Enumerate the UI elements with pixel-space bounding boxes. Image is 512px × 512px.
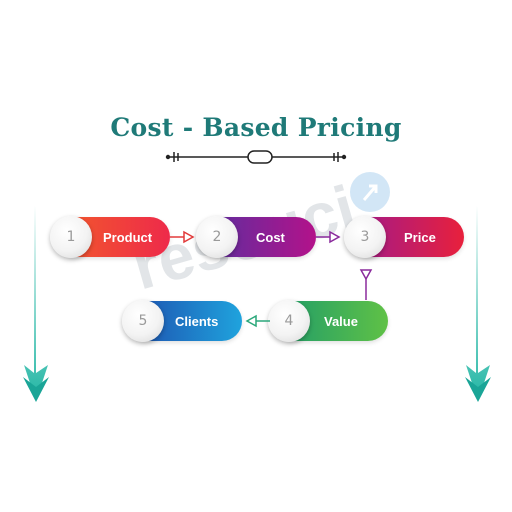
step-5-number: 5 bbox=[138, 313, 148, 329]
step-clients-label: Clients bbox=[175, 313, 219, 329]
connector-2-3-arrow-icon bbox=[316, 230, 341, 244]
watermark-logo-icon bbox=[350, 172, 390, 212]
step-value-label: Value bbox=[324, 313, 358, 329]
diagram-title: Cost - Based Pricing bbox=[110, 113, 402, 142]
step-4-circle: 4 bbox=[268, 300, 310, 342]
step-3-circle: 3 bbox=[344, 216, 386, 258]
step-4-number: 4 bbox=[284, 313, 294, 329]
right-down-arrow-icon bbox=[465, 205, 491, 402]
step-1-number: 1 bbox=[66, 229, 76, 245]
step-2-circle: 2 bbox=[196, 216, 238, 258]
step-2-number: 2 bbox=[212, 229, 222, 245]
connector-3-4-arrow-icon bbox=[359, 269, 373, 300]
left-down-arrow-icon bbox=[23, 205, 49, 402]
step-product-label: Product bbox=[103, 229, 153, 245]
step-5-circle: 5 bbox=[122, 300, 164, 342]
step-cost-label: Cost bbox=[256, 229, 285, 245]
step-3-number: 3 bbox=[360, 229, 370, 245]
title-ornament bbox=[165, 150, 347, 164]
connector-1-2-arrow-icon bbox=[170, 230, 195, 244]
connector-4-5-arrow-icon bbox=[245, 314, 270, 328]
step-1-circle: 1 bbox=[50, 216, 92, 258]
step-price-label: Price bbox=[404, 229, 436, 245]
